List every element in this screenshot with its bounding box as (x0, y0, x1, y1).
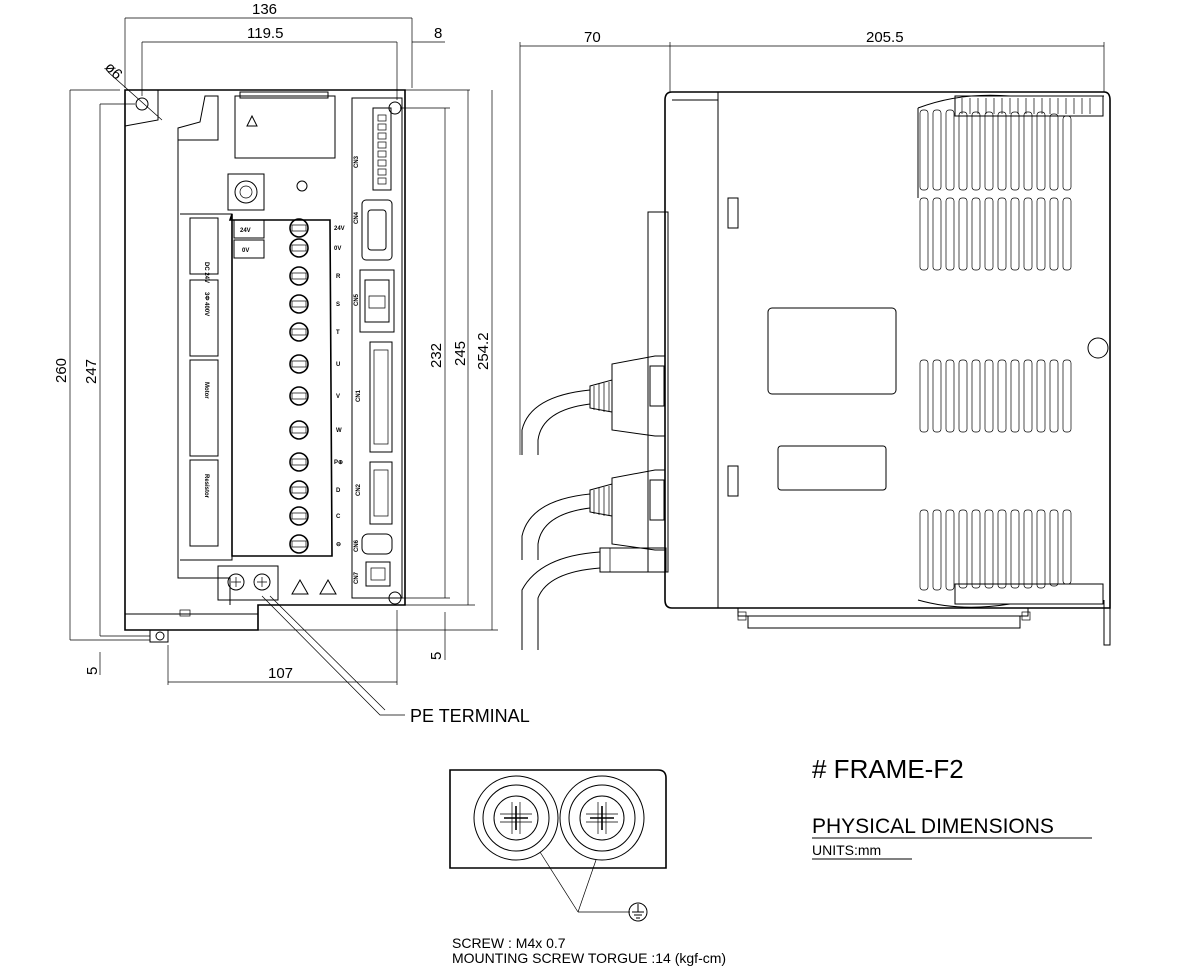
label-dc24v: DC 24V (203, 262, 209, 283)
terminal-label: ⊖ (336, 542, 341, 548)
terminal-label: S (336, 302, 340, 308)
port-label-cn7: CN7 (354, 571, 360, 584)
dim-260: 260 (53, 358, 70, 383)
port-label-cn4: CN4 (354, 211, 360, 224)
dim-107: 107 (268, 665, 293, 682)
vent-slots-mid (919, 197, 1072, 271)
terminal-labels: 24V 0V R S T U V W P⊕ D C ⊖ (334, 226, 345, 548)
dim-232: 232 (428, 343, 445, 368)
dim-136: 136 (252, 1, 277, 18)
dim-245: 245 (452, 341, 469, 366)
torque-spec: MOUNTING SCREW TORGUE :14 (kgf-cm) (452, 950, 726, 966)
cn3-pins (377, 114, 387, 185)
mounting-hole-top (135, 97, 149, 111)
terminal-label: U (336, 362, 340, 368)
dim-5-left: 5 (84, 667, 101, 675)
label-ac400v: 3Ф 400V (203, 292, 209, 316)
dim-8: 8 (434, 25, 442, 42)
front-dimension-lines (69, 17, 498, 685)
vent-slots-bottom (919, 509, 1072, 591)
ground-icon (628, 902, 648, 922)
label-motor: Motor (203, 382, 209, 399)
physical-dimensions-title: PHYSICAL DIMENSIONS (812, 815, 1054, 838)
dim-5-right: 5 (428, 652, 445, 660)
terminal-label: 24V (334, 226, 345, 232)
port-label-cn6: CN6 (354, 539, 360, 552)
terminal-label: R (336, 274, 341, 280)
pe-terminal-detail (449, 769, 667, 922)
side-view (519, 42, 1111, 650)
terminal-screws (289, 218, 309, 554)
terminal-label: C (336, 514, 341, 520)
terminal-label: P⊕ (334, 460, 343, 466)
dim-70: 70 (584, 29, 601, 46)
vent-slots-upper (919, 109, 1072, 191)
terminal-label: V (336, 394, 340, 400)
port-labels: CN3 CN4 CN5 CN1 CN2 CN6 CN7 (354, 155, 362, 584)
pe-terminal-label: PE TERMINAL (410, 706, 530, 726)
label-0v: 0V (242, 248, 249, 254)
frame-title: # FRAME-F2 (812, 754, 964, 784)
dim-hole-diameter: ø6 (101, 59, 125, 83)
units-label: UNITS:mm (812, 842, 881, 858)
front-view (124, 89, 406, 643)
dim-254-2: 254.2 (475, 332, 492, 370)
port-label-cn2: CN2 (356, 483, 362, 496)
label-resistor: Resistor (203, 474, 209, 499)
terminal-label: W (336, 428, 342, 434)
dim-247: 247 (83, 359, 100, 384)
terminal-label: 0V (334, 246, 341, 252)
terminal-label: T (336, 330, 340, 336)
port-label-cn5: CN5 (354, 293, 360, 306)
screw-spec: SCREW : M4x 0.7 (452, 935, 566, 951)
terminal-label: D (336, 488, 341, 494)
pe-terminal-leader (261, 595, 405, 716)
port-label-cn3: CN3 (354, 155, 360, 168)
top-fins (961, 98, 1091, 114)
vent-slots-lower (919, 359, 1072, 433)
label-24v: 24V (240, 228, 251, 234)
dim-205-5: 205.5 (866, 29, 904, 46)
dim-119-5: 119.5 (247, 25, 283, 42)
port-label-cn1: CN1 (356, 389, 362, 402)
